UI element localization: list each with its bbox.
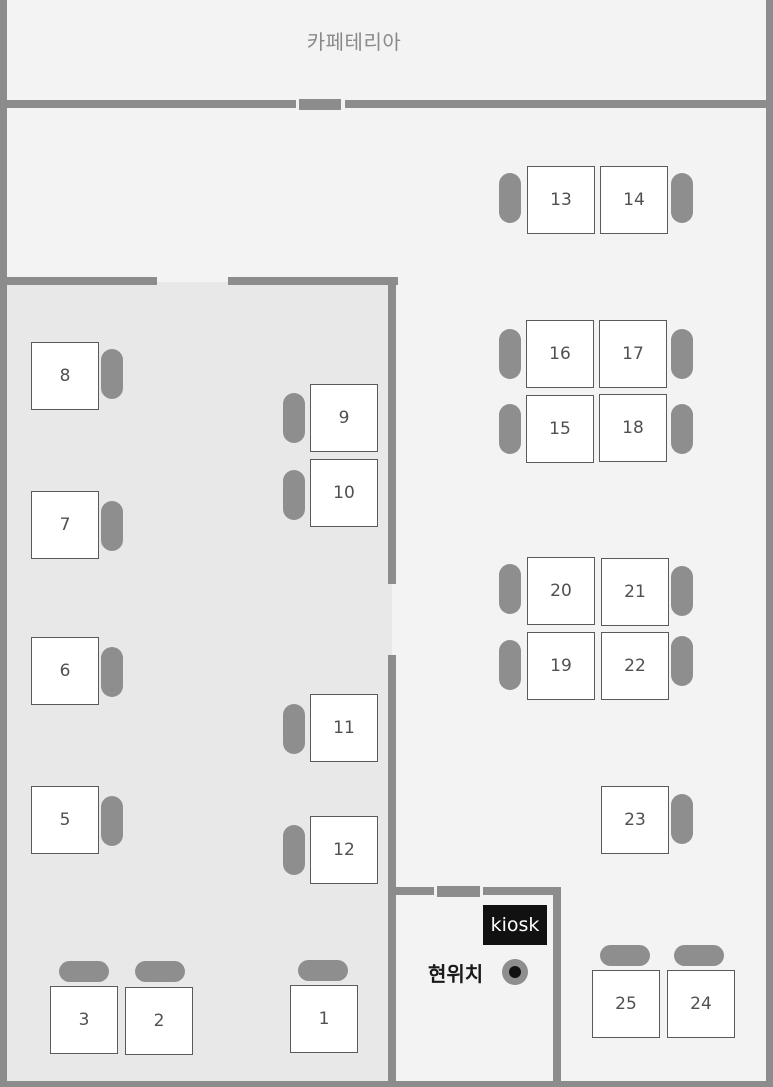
chair [499,640,521,690]
seat-10[interactable]: 10 [310,459,378,527]
chair [101,796,123,846]
inner-room-wall-right-lower [388,655,396,1087]
outer-wall-bottom [0,1081,773,1087]
seat-3[interactable]: 3 [50,986,118,1054]
chair [499,404,521,454]
seat-15[interactable]: 15 [526,395,594,463]
seat-1[interactable]: 1 [290,985,358,1053]
kiosk-room-wall-top-right [483,887,561,895]
seat-25[interactable]: 25 [592,970,660,1038]
seat-5[interactable]: 5 [31,786,99,854]
seat-16[interactable]: 16 [526,320,594,388]
kiosk-label: kiosk [483,905,547,945]
seat-7[interactable]: 7 [31,491,99,559]
chair [499,564,521,614]
inner-room-wall-top-left [0,277,157,285]
chair [283,393,305,443]
seat-12[interactable]: 12 [310,816,378,884]
chair [671,173,693,223]
cafeteria-door [299,99,341,110]
seat-18[interactable]: 18 [599,394,667,462]
seat-6[interactable]: 6 [31,637,99,705]
chair [671,404,693,454]
seat-24[interactable]: 24 [667,970,735,1038]
chair [298,960,348,981]
chair [671,566,693,616]
seat-9[interactable]: 9 [310,384,378,452]
chair [283,825,305,875]
seat-22[interactable]: 22 [601,632,669,700]
cafeteria-label: 카페테리아 [306,30,402,54]
inner-room-wall-right-upper [388,277,396,584]
outer-wall-left [0,0,7,1087]
seat-23[interactable]: 23 [601,786,669,854]
chair [671,329,693,379]
seat-14[interactable]: 14 [600,166,668,234]
cafeteria-wall-right [345,100,773,108]
chair [101,349,123,399]
chair [671,636,693,686]
chair [283,470,305,520]
cafeteria-wall-left [0,100,296,108]
seat-8[interactable]: 8 [31,342,99,410]
seat-21[interactable]: 21 [601,558,669,626]
chair [59,961,109,982]
seat-13[interactable]: 13 [527,166,595,234]
seat-17[interactable]: 17 [599,320,667,388]
chair [674,945,724,966]
chair [101,501,123,551]
chair [101,647,123,697]
cafeteria-area [0,0,773,108]
seat-11[interactable]: 11 [310,694,378,762]
chair [499,329,521,379]
seat-19[interactable]: 19 [527,632,595,700]
current-location-marker-icon [502,959,528,985]
seat-2[interactable]: 2 [125,987,193,1055]
kiosk-room-door [437,886,480,897]
kiosk-room-wall-top-left [388,887,434,895]
chair [135,961,185,982]
outer-wall-right [766,0,773,1087]
chair [283,704,305,754]
kiosk-room-wall-right [553,887,561,1087]
chair [499,173,521,223]
chair [671,794,693,844]
current-location-label: 현위치 [428,962,484,986]
seat-20[interactable]: 20 [527,557,595,625]
inner-room-wall-top-right [228,277,398,285]
chair [600,945,650,966]
